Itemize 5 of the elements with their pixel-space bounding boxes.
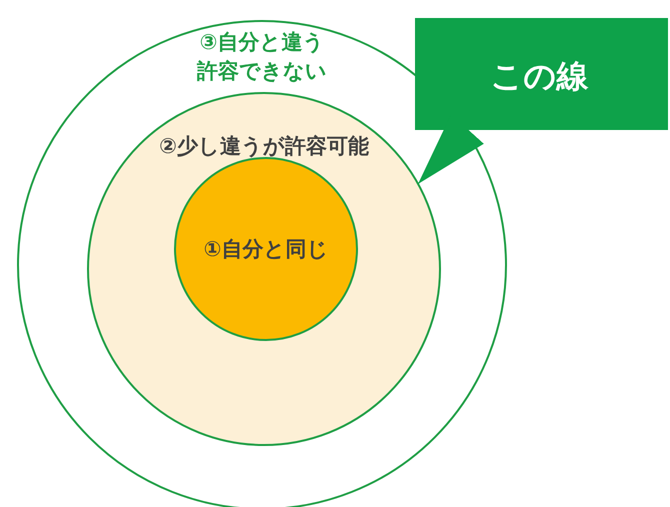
- callout-box: [415, 18, 668, 130]
- callout-text: この線: [490, 56, 590, 97]
- circle-label: ③自分と違う許容できない: [196, 29, 328, 86]
- circle-label: ①自分と同じ: [202, 236, 330, 263]
- circle-label: ②少し違うが許容可能: [158, 133, 370, 160]
